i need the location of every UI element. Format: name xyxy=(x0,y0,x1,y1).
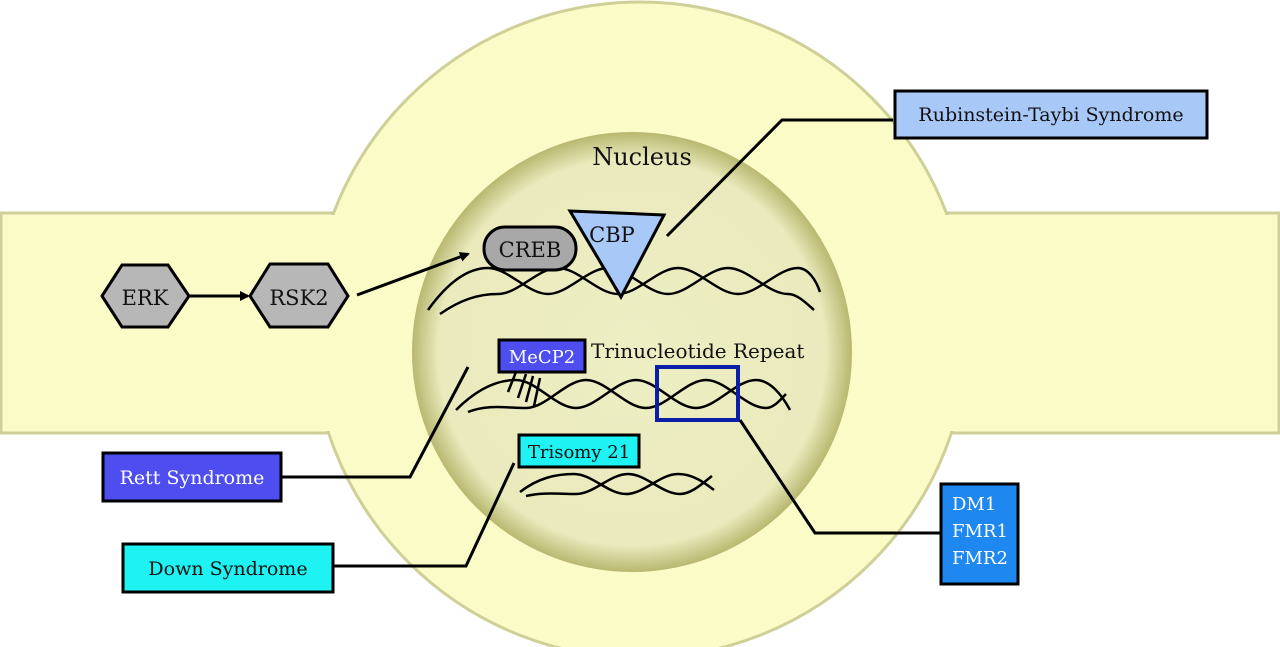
trisomy-21-node[interactable]: Trisomy 21 xyxy=(517,433,641,469)
fmr-disorders-label-box[interactable]: DM1 FMR1 FMR2 xyxy=(939,482,1020,586)
fmr-item-dm1: DM1 xyxy=(952,494,996,515)
rubinstein-taybi-label: Rubinstein-Taybi Syndrome xyxy=(918,104,1183,126)
cbp-triangle xyxy=(567,209,667,301)
cbp-label: CBP xyxy=(589,223,635,247)
rsk2-node[interactable]: RSK2 xyxy=(248,262,350,329)
trinucleotide-repeat-label: Trinucleotide Repeat xyxy=(591,339,804,363)
rubinstein-taybi-box xyxy=(893,89,1209,140)
erk-label: ERK xyxy=(122,286,169,310)
rett-syndrome-label-box[interactable]: Rett Syndrome xyxy=(101,451,283,503)
trinucleotide-repeat-box[interactable] xyxy=(655,365,740,422)
trisomy-21-box xyxy=(517,433,641,469)
creb-label: CREB xyxy=(499,238,562,262)
creb-node[interactable]: CREB xyxy=(482,225,578,272)
mecp2-node[interactable]: MeCP2 xyxy=(497,338,587,374)
mecp2-to-rett-connector xyxy=(282,366,470,479)
nucleus-title: Nucleus xyxy=(592,143,692,171)
creb-pill xyxy=(482,225,578,272)
dna-strand-top xyxy=(426,266,822,316)
trisomy-21-label: Trisomy 21 xyxy=(528,442,630,463)
erk-node[interactable]: ERK xyxy=(100,263,191,329)
down-syndrome-label-box[interactable]: Down Syndrome xyxy=(121,542,335,594)
mecp2-box xyxy=(497,338,587,374)
rsk2-to-creb-arrow xyxy=(356,252,470,297)
down-syndrome-box xyxy=(121,542,335,594)
rett-syndrome-label: Rett Syndrome xyxy=(120,467,265,489)
cbp-node[interactable]: CBP xyxy=(567,209,667,301)
rett-syndrome-box xyxy=(101,451,283,503)
rsk2-hexagon xyxy=(248,262,350,329)
mecp2-label: MeCP2 xyxy=(509,347,575,368)
down-syndrome-label: Down Syndrome xyxy=(148,558,307,580)
erk-hexagon xyxy=(100,263,191,329)
rsk2-label: RSK2 xyxy=(269,286,328,310)
fmr-item-fmr1: FMR1 xyxy=(952,521,1008,542)
repeat-to-fmr-connector xyxy=(738,419,941,535)
cbp-to-rubinstein-connector xyxy=(665,118,893,238)
fmr-item-fmr2: FMR2 xyxy=(952,548,1008,569)
trisomy-to-down-connector xyxy=(334,462,516,568)
dna-strand-bottom xyxy=(519,472,715,498)
dna-strand-middle xyxy=(455,378,792,414)
fmr-disorders-box xyxy=(939,482,1020,586)
rubinstein-taybi-label-box[interactable]: Rubinstein-Taybi Syndrome xyxy=(893,89,1209,140)
